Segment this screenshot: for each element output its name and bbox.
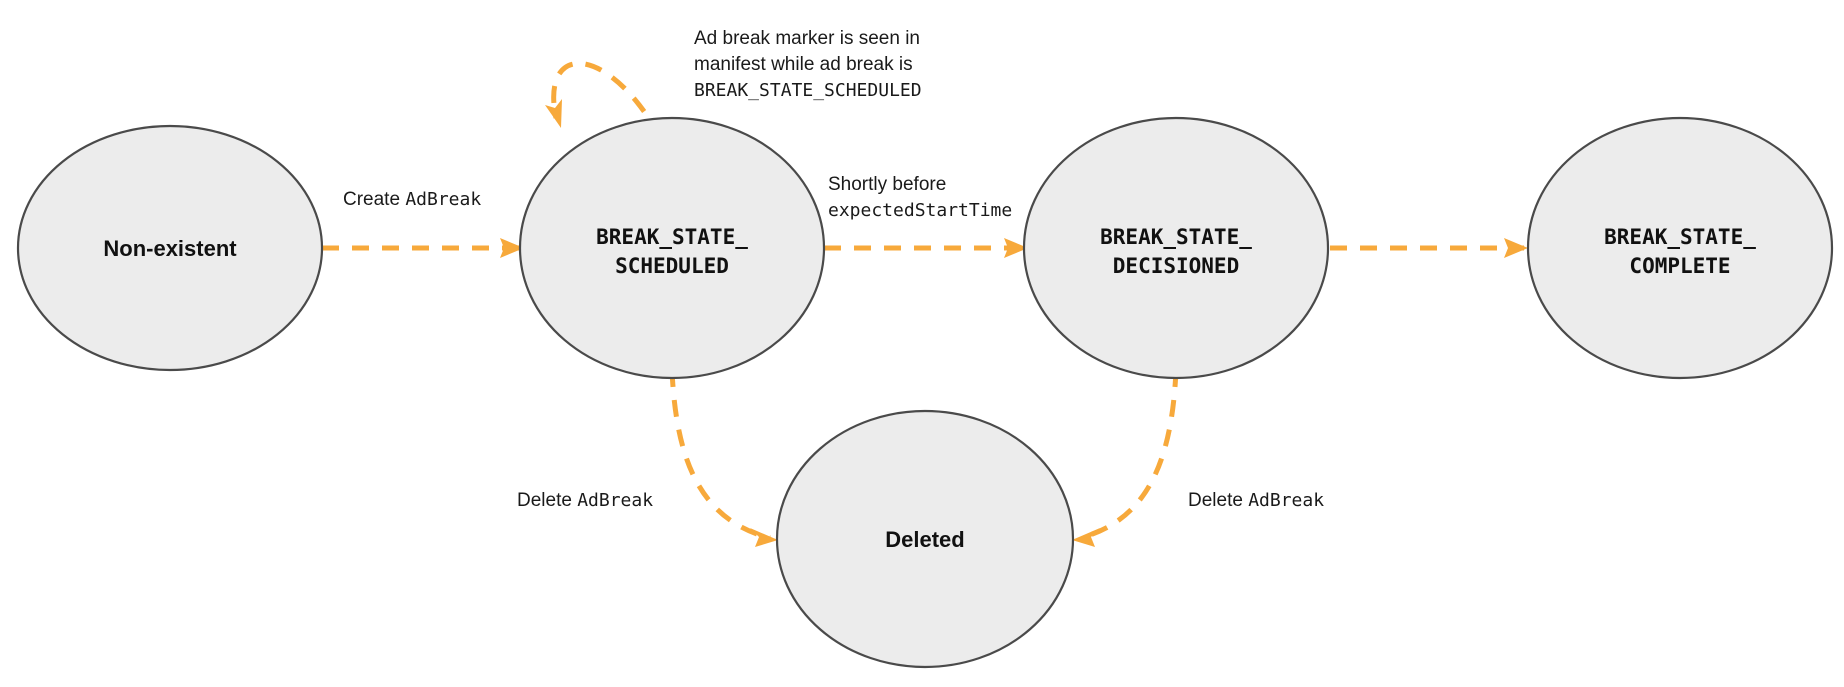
node-break-state-complete-shape[interactable] xyxy=(1526,116,1834,380)
node-break-state-decisioned-label-line1: BREAK_STATE_ xyxy=(1100,225,1252,249)
node-break-state-decisioned-shape[interactable] xyxy=(1022,116,1330,380)
node-non-existent-label: Non-existent xyxy=(103,236,237,261)
node-break-state-scheduled-label-line2: SCHEDULED xyxy=(615,254,729,278)
edge-scheduled-self-loop-line xyxy=(551,61,663,139)
edge-scheduled-to-decisioned-arrowhead xyxy=(1004,238,1028,258)
node-deleted[interactable]: Deleted xyxy=(775,409,1075,669)
edge-create-adbreak-label-line-1: Create xyxy=(343,189,405,210)
edge-create-adbreak-arrowhead xyxy=(500,238,524,258)
node-break-state-complete-label-line1: BREAK_STATE_ xyxy=(1604,225,1756,249)
node-break-state-scheduled-label-line1: BREAK_STATE_ xyxy=(596,225,748,249)
edge-create-adbreak-label-mono: AdBreak xyxy=(405,189,481,210)
edge-scheduled-self-loop-label: Ad break marker is seen in manifest whil… xyxy=(694,28,925,101)
edge-scheduled-self-loop: Ad break marker is seen in manifest whil… xyxy=(545,28,925,139)
edge-decisioned-to-deleted-label: Delete AdBreak xyxy=(1188,490,1324,511)
node-deleted-label: Deleted xyxy=(885,527,964,552)
edge-scheduled-self-loop-label-line-3: BREAK_STATE_SCHEDULED xyxy=(694,80,922,101)
edge-scheduled-to-deleted-label: Delete AdBreak xyxy=(517,490,653,511)
edge-decisioned-to-deleted-arrowhead xyxy=(1072,528,1100,547)
edge-scheduled-self-loop-label-line-1: Ad break marker is seen in xyxy=(694,28,920,49)
node-break-state-complete-label-line2: COMPLETE xyxy=(1629,254,1730,278)
edge-scheduled-self-loop-arrowhead xyxy=(545,99,562,128)
edge-scheduled-to-deleted-label-line-1: Delete xyxy=(517,490,577,511)
edge-decisioned-to-complete-arrowhead xyxy=(1504,238,1528,258)
edge-scheduled-to-decisioned-label-line-1: Shortly before xyxy=(828,174,946,195)
node-non-existent-shape[interactable] xyxy=(16,124,324,372)
edge-scheduled-to-decisioned-label-line-2: expectedStartTime xyxy=(828,200,1012,221)
edge-decisioned-to-deleted-line xyxy=(1079,369,1179,541)
node-break-state-decisioned[interactable]: BREAK_STATE_ DECISIONED xyxy=(1022,116,1330,380)
edge-scheduled-to-deleted-line xyxy=(669,369,771,541)
edge-create-adbreak: Create AdBreak xyxy=(322,189,524,258)
edge-decisioned-to-deleted-label-mono: AdBreak xyxy=(1248,490,1324,511)
node-break-state-complete[interactable]: BREAK_STATE_ COMPLETE xyxy=(1526,116,1834,380)
node-break-state-scheduled[interactable]: BREAK_STATE_ SCHEDULED xyxy=(518,116,826,380)
node-break-state-scheduled-shape[interactable] xyxy=(518,116,826,380)
edge-decisioned-to-deleted: Delete AdBreak xyxy=(1072,369,1324,547)
edge-scheduled-to-decisioned-label: Shortly before expectedStartTime xyxy=(828,174,1012,221)
edge-scheduled-self-loop-label-line-2: manifest while ad break is xyxy=(694,54,913,75)
edge-create-adbreak-label: Create AdBreak xyxy=(343,189,481,210)
edge-scheduled-to-deleted: Delete AdBreak xyxy=(517,369,778,547)
edge-scheduled-to-deleted-label-mono: AdBreak xyxy=(577,490,653,511)
edge-decisioned-to-deleted-label-line-1: Delete xyxy=(1188,490,1248,511)
node-break-state-decisioned-label-line2: DECISIONED xyxy=(1113,254,1239,278)
edge-scheduled-to-deleted-arrowhead xyxy=(750,528,778,547)
edge-scheduled-to-decisioned: Shortly before expectedStartTime xyxy=(824,174,1028,258)
node-non-existent[interactable]: Non-existent xyxy=(16,124,324,372)
node-deleted-shape[interactable] xyxy=(775,409,1075,669)
